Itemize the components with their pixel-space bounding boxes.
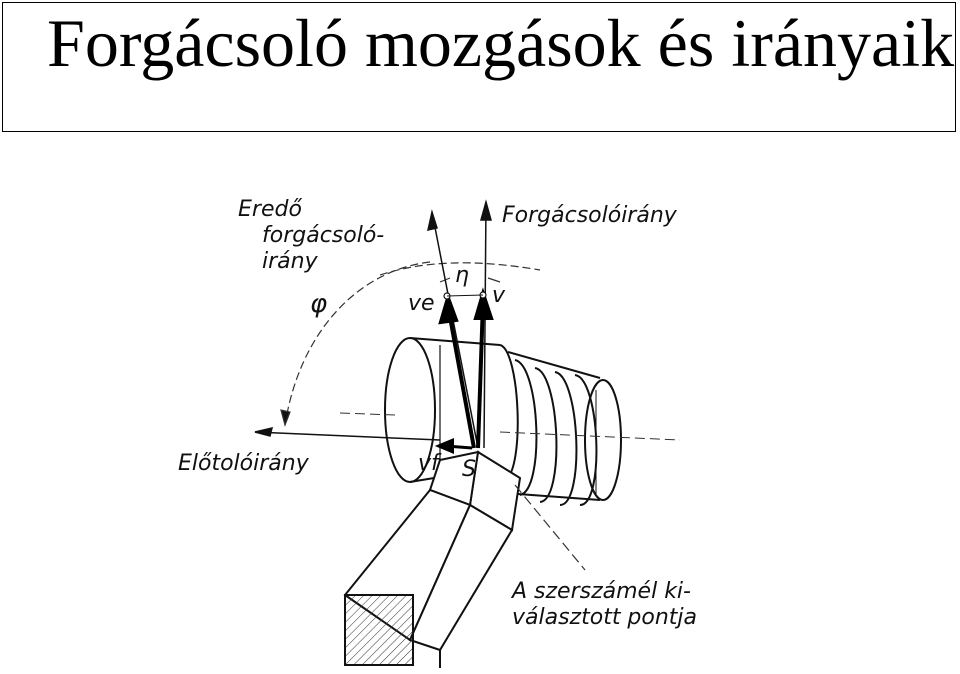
eta-label: η [455,263,469,288]
v-label: v [492,283,506,308]
resultant-direction-label-2: forgácsoló- [262,223,384,248]
selected-point-label-1: A szerszámél ki- [510,579,691,604]
cutting-direction-line [480,199,492,449]
cutting-tool [343,450,522,668]
feed-direction-line [254,426,441,441]
page-title: Forgácsoló mozgások és irányaik [47,5,955,81]
velocity-vectors [434,287,494,454]
workpiece [384,337,622,506]
resultant-direction-label-1: Eredő [238,197,302,222]
phi-label: φ [310,289,327,319]
resultant-direction-line [427,209,479,449]
ve-label: ve [408,291,435,316]
s-point-label: S [462,457,476,482]
feed-direction-label: Előtolóirány [178,451,310,476]
axis-lines [339,412,681,441]
title-box: Forgácsoló mozgások és irányaik [2,2,956,132]
cutting-direction-label: Forgácsolóirány [502,203,678,228]
selected-point-label-2: választott pontja [512,605,697,630]
phi-angle-arc [280,261,431,427]
resultant-direction-label-3: irány [262,249,319,274]
vf-label: vf [418,451,442,476]
point-leader-line [514,484,586,571]
vector-tip-points [443,291,487,300]
